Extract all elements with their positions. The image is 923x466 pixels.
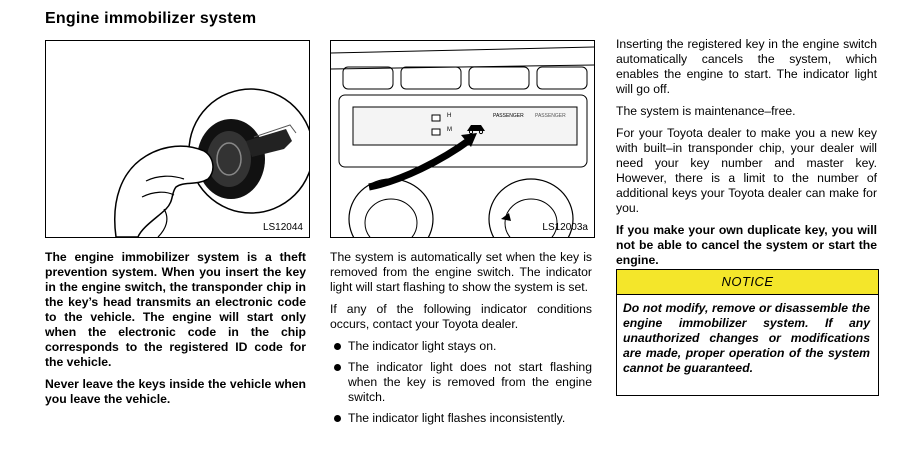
contact-dealer-paragraph: If any of the following indicator condit…	[330, 302, 592, 331]
list-item: The indicator light stays on.	[330, 339, 592, 354]
figure-code-middle: LS12003a	[542, 222, 588, 233]
notice-box: NOTICE Do not modify, remove or disassem…	[616, 269, 879, 396]
immobilizer-description: The engine immobilizer system is a theft…	[45, 250, 306, 369]
bullet-icon	[334, 364, 341, 371]
cancel-system-paragraph: Inserting the registered key in the engi…	[616, 37, 877, 96]
list-item: The indicator light flashes inconsistent…	[330, 411, 592, 426]
dashboard-indicator-illustration: H M PASSENGER PASSENGER LS12003a	[330, 40, 595, 238]
keys-warning: Never leave the keys inside the vehicle …	[45, 377, 306, 406]
panel-label-h: H	[447, 113, 452, 119]
bullet-icon	[334, 343, 341, 350]
notice-heading: NOTICE	[617, 270, 878, 295]
duplicate-key-warning: If you make your own duplicate key, you …	[616, 223, 877, 267]
notice-body: Do not modify, remove or disassemble the…	[623, 301, 870, 375]
indicator-conditions-list: The indicator light stays on. The indica…	[330, 339, 592, 426]
middle-text-column: The system is automatically set when the…	[330, 250, 592, 432]
panel-label-passenger-2: PASSENGER	[535, 113, 566, 119]
figure-code-left: LS12044	[262, 222, 303, 233]
new-key-paragraph: For your Toyota dealer to make you a new…	[616, 126, 877, 215]
panel-label-m: M	[447, 127, 452, 133]
list-item-text: The indicator light flashes inconsistent…	[348, 411, 566, 425]
bullet-icon	[334, 415, 341, 422]
system-set-paragraph: The system is automatically set when the…	[330, 250, 592, 294]
maintenance-paragraph: The system is maintenance–free.	[616, 104, 796, 118]
list-item: The indicator light does not start flash…	[330, 360, 592, 405]
right-text-column: Inserting the registered key in the engi…	[616, 37, 877, 275]
key-insert-illustration: LS12044	[45, 40, 310, 238]
panel-label-passenger-1: PASSENGER	[493, 113, 524, 119]
left-text-column: The engine immobilizer system is a theft…	[45, 250, 306, 414]
list-item-text: The indicator light does not start flash…	[348, 360, 592, 404]
list-item-text: The indicator light stays on.	[348, 339, 497, 353]
dashboard-drawing	[331, 46, 594, 237]
key-switch-drawing	[114, 88, 309, 237]
page-title: Engine immobilizer system	[45, 10, 257, 27]
